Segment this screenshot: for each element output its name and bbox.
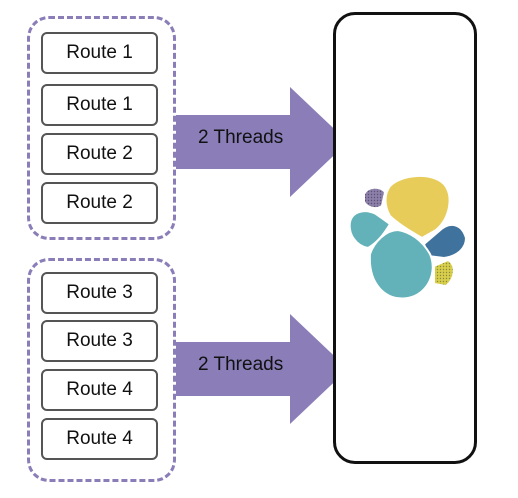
route-group-1 [27,16,176,240]
elastic-cluster-logo-icon [340,172,470,302]
route-box: Route 2 [41,133,158,175]
route-box: Route 3 [41,272,158,314]
thread-count-label: 2 Threads [198,354,284,375]
thread-count-label: 2 Threads [198,127,284,148]
route-box: Route 2 [41,182,158,224]
arrow-right-icon [176,87,348,197]
thread-arrow-2: 2 Threads [176,314,348,424]
route-box: Route 1 [41,84,158,126]
route-box: Route 1 [41,32,158,74]
thread-arrow-1: 2 Threads [176,87,348,197]
arrow-right-icon [176,314,348,424]
route-box: Route 4 [41,369,158,411]
route-box: Route 4 [41,418,158,460]
route-box: Route 3 [41,320,158,362]
route-group-2 [27,258,176,482]
